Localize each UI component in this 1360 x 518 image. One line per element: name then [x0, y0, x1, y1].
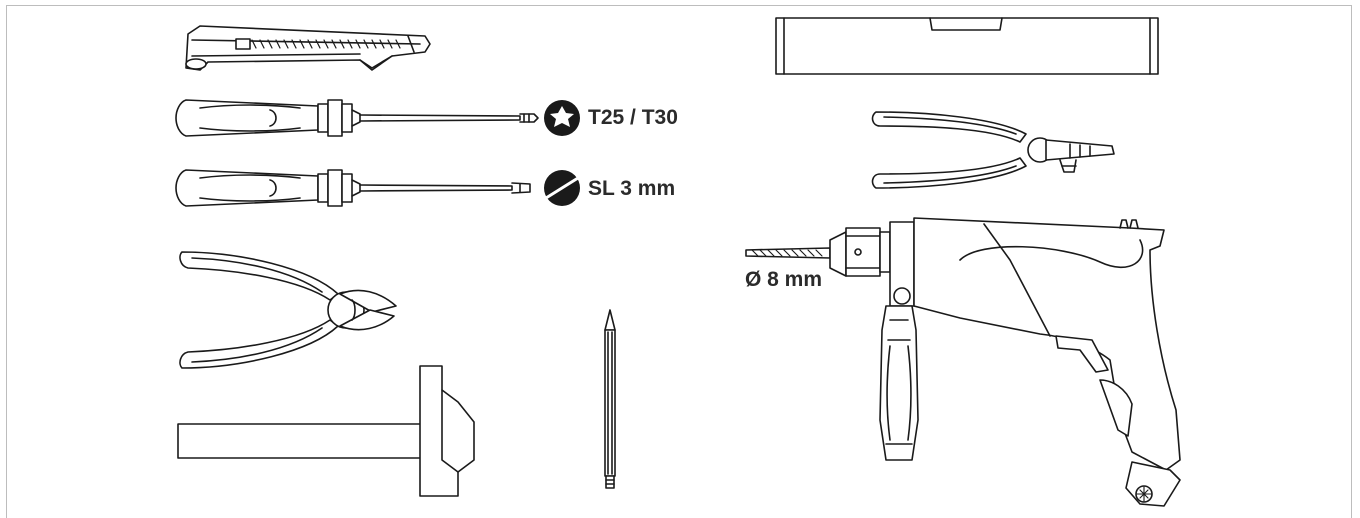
torx-badge-icon	[544, 100, 580, 136]
spirit-level-icon	[775, 17, 1159, 75]
torx-screwdriver-icon	[175, 99, 539, 137]
slotted-size-label: SL 3 mm	[588, 177, 676, 200]
frame-border	[6, 5, 1352, 518]
pencil-icon	[604, 309, 616, 489]
slotted-badge-icon	[544, 170, 580, 206]
torx-size-label: T25 / T30	[588, 106, 678, 129]
wire-stripper-icon	[871, 111, 1115, 189]
power-drill-icon	[745, 217, 1181, 507]
utility-knife-icon	[185, 25, 431, 71]
slotted-screwdriver-icon	[175, 169, 531, 207]
diagonal-cutter-icon	[179, 251, 397, 369]
hammer-icon	[177, 365, 475, 497]
drill-bit-size-label: Ø 8 mm	[745, 268, 823, 291]
